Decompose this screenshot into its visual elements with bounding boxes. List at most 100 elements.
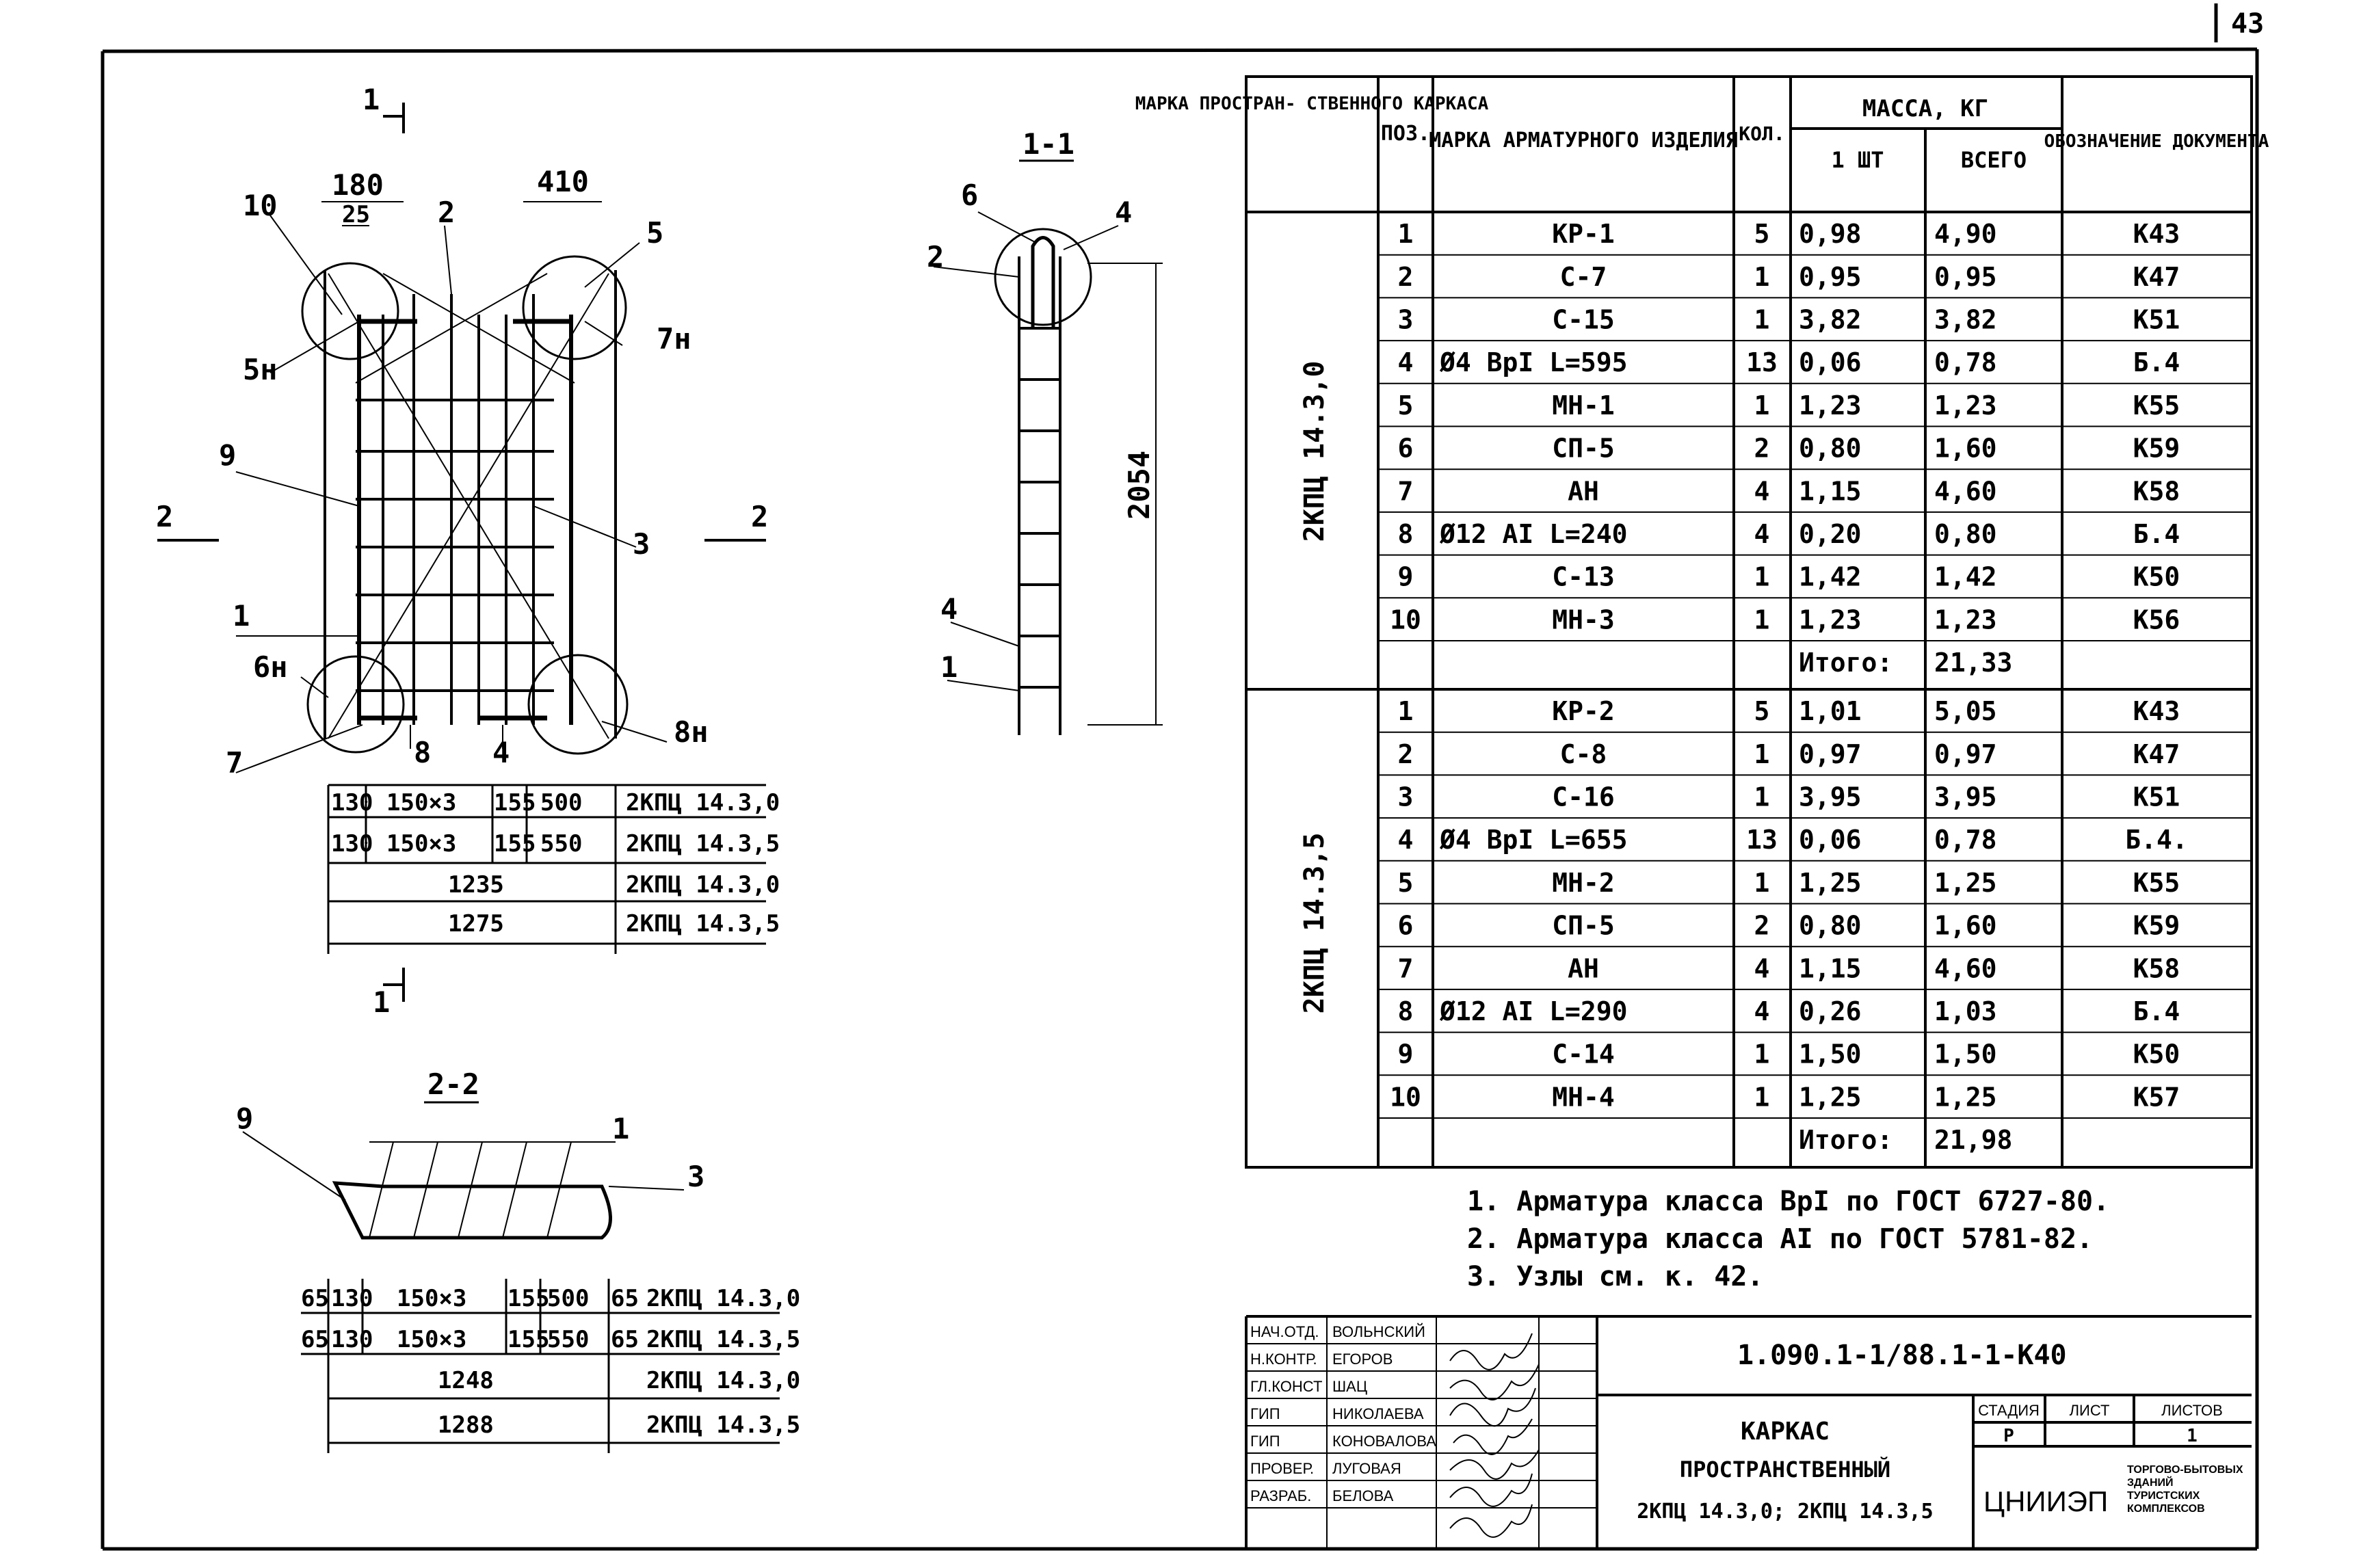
spec-cell-g1-r8-c6: Б.4: [2133, 519, 2180, 549]
spec-cell-g2-r8-c1: 8: [1398, 996, 1414, 1026]
s22-r4-mark: 2КПЦ 14.3,5: [646, 1411, 800, 1439]
spec-cell-g1-r2-c3: 1: [1754, 262, 1770, 292]
s22-r2-c5: 550: [547, 1326, 589, 1353]
spec-cell-g1-r7-c1: 7: [1398, 476, 1414, 506]
spec-cell-g1-r8-c4: 0,20: [1799, 519, 1862, 549]
s22-r2-c2: 130: [331, 1326, 373, 1353]
s22-r2-c6: 65: [611, 1326, 639, 1353]
s11-callout-4-bottom: 4: [940, 592, 958, 626]
spec-cell-g1-r5-c4: 1,23: [1799, 390, 1862, 421]
spec-cell-g2-r1-c2: КР-2: [1552, 696, 1615, 726]
plan-dim-r1-c1: 130: [331, 789, 373, 816]
spec-cell-g1-r4-c2: Ø4 ВрI L=595: [1439, 347, 1628, 377]
plan-callout-8n: 8н: [674, 715, 709, 749]
hdr-mass-total: ВСЕГО: [1961, 147, 2027, 173]
s22-r3-c1: 1248: [438, 1367, 494, 1394]
spec-cell-g1-r7-c4: 1,15: [1799, 476, 1862, 506]
spec-cell-g1-r3-c4: 3,82: [1799, 305, 1862, 335]
spec-cell-g1-r5-c2: МН-1: [1552, 390, 1615, 421]
note-1: 1. Арматура класса ВрI по ГОСТ 6727-80.: [1467, 1186, 2109, 1217]
spec-cell-g1-r2-c5: 0,95: [1934, 262, 1997, 292]
spec-cell-g1-r3-c5: 3,82: [1934, 305, 1997, 335]
spec-cell-g1-r2-c2: С-7: [1560, 262, 1607, 292]
s22-r1-mark: 2КПЦ 14.3,0: [646, 1285, 800, 1312]
role-label-1: НАЧ.ОТД.: [1250, 1323, 1319, 1340]
hdr-qty: КОЛ.: [1739, 122, 1784, 145]
group-2-frame-mark: 2КПЦ 14.3,5: [1299, 833, 1330, 1014]
spec-cell-g1-r9-c5: 1,42: [1934, 562, 1997, 592]
plan-dim-r2-c3: 155: [494, 830, 536, 858]
spec-cell-g2-r4-c2: Ø4 ВрI L=655: [1439, 825, 1628, 855]
spec-cell-g1-r7-c6: К58: [2133, 476, 2180, 506]
spec-cell-g1-r7-c3: 4: [1754, 476, 1770, 506]
s22-r2-c4: 155: [507, 1326, 549, 1353]
spec-cell-g2-r10-c5: 1,25: [1934, 1082, 1997, 1112]
hdr-mass-one: 1 ШТ: [1831, 147, 1884, 173]
spec-cell-g2-r9-c5: 1,50: [1934, 1039, 1997, 1069]
title-line-1: КАРКАС: [1741, 1418, 1830, 1446]
cut-label-1-top: 1: [362, 83, 380, 116]
spec-cell-g1-r1-c4: 0,98: [1799, 219, 1862, 249]
spec-cell-g1-r9-c2: С-13: [1552, 562, 1615, 592]
role-name-7: БЕЛОВА: [1332, 1487, 1394, 1504]
role-name-3: ШАЦ: [1332, 1378, 1367, 1395]
spec-cell-g2-r4-c4: 0,06: [1799, 825, 1862, 855]
spec-cell-g2-r5-c1: 5: [1398, 868, 1414, 898]
spec-cell-g1-r4-c4: 0,06: [1799, 347, 1862, 377]
spec-cell-g2-r1-c3: 5: [1754, 696, 1770, 726]
spec-cell-g2-r3-c3: 1: [1754, 782, 1770, 812]
s22-r1-c5: 500: [547, 1285, 589, 1312]
cut-label-2-left: 2: [156, 500, 173, 533]
sheets-label: ЛИСТОВ: [2161, 1402, 2223, 1419]
plan-callout-9: 9: [219, 438, 236, 472]
spec-cell-g1-r2-c4: 0,95: [1799, 262, 1862, 292]
spec-cell-g2-r4-c5: 0,78: [1934, 825, 1997, 855]
plan-dim-25: 25: [342, 201, 370, 228]
spec-cell-g1-r6-c3: 2: [1754, 434, 1770, 464]
s22-callout-1: 1: [612, 1112, 629, 1145]
plan-view: [157, 103, 766, 1002]
plan-dim-r3-c1: 1235: [448, 871, 504, 899]
plan-callout-2: 2: [438, 196, 455, 229]
spec-cell-g1-r7-c2: АН: [1568, 476, 1599, 506]
plan-dim-r3-mark: 2КПЦ 14.3,0: [626, 871, 780, 899]
role-label-7: РАЗРАБ.: [1250, 1487, 1311, 1504]
spec-cell-g2-r10-c3: 1: [1754, 1082, 1770, 1112]
plan-dim-r1-mark: 2КПЦ 14.3,0: [626, 789, 780, 816]
spec-cell-g2-r8-c2: Ø12 АI L=290: [1439, 996, 1628, 1026]
spec-cell-g2-r8-c4: 0,26: [1799, 996, 1862, 1026]
spec-cell-g1-r6-c6: К59: [2133, 434, 2180, 464]
signatures: [1449, 1333, 1540, 1538]
group-2-total-value: 21,98: [1934, 1125, 2012, 1155]
plan-dim-180: 180: [332, 168, 384, 202]
spec-cell-g1-r6-c5: 1,60: [1934, 434, 1997, 464]
group-1-total-value: 21,33: [1934, 648, 2012, 678]
spec-cell-g1-r10-c3: 1: [1754, 604, 1770, 635]
spec-cell-g2-r6-c1: 6: [1398, 911, 1414, 941]
spec-cell-g2-r3-c6: К51: [2133, 782, 2180, 812]
spec-cell-g1-r4-c1: 4: [1398, 347, 1414, 377]
spec-cell-g1-r2-c1: 2: [1398, 262, 1414, 292]
role-name-5: КОНОВАЛОВА: [1332, 1433, 1436, 1450]
plan-callout-1: 1: [233, 599, 250, 633]
section-2-2-title: 2-2: [427, 1067, 479, 1101]
spec-cell-g2-r3-c4: 3,95: [1799, 782, 1862, 812]
spec-cell-g2-r8-c6: Б.4: [2133, 996, 2180, 1026]
s22-r4-c1: 1288: [438, 1411, 494, 1439]
spec-cell-g1-r8-c1: 8: [1398, 519, 1414, 549]
spec-cell-g1-r10-c6: К56: [2133, 604, 2180, 635]
spec-cell-g1-r4-c3: 13: [1746, 347, 1778, 377]
spec-cell-g1-r4-c6: Б.4: [2133, 347, 2180, 377]
spec-cell-g1-r9-c3: 1: [1754, 562, 1770, 592]
s22-callout-3: 3: [687, 1160, 704, 1193]
spec-cell-g2-r7-c1: 7: [1398, 953, 1414, 983]
spec-cell-g2-r9-c4: 1,50: [1799, 1039, 1862, 1069]
spec-cell-g1-r7-c5: 4,60: [1934, 476, 1997, 506]
plan-view-labels: 1 1 2 2 180 25 410 10 2 5 5н 7н 9 3 1 6н…: [156, 83, 768, 1019]
section-1-1-view: [933, 159, 1163, 735]
spec-cell-g2-r10-c2: МН-4: [1552, 1082, 1615, 1112]
s11-callout-1: 1: [940, 650, 958, 684]
spec-cell-g1-r3-c6: К51: [2133, 305, 2180, 335]
s22-r1-c4: 155: [507, 1285, 549, 1312]
